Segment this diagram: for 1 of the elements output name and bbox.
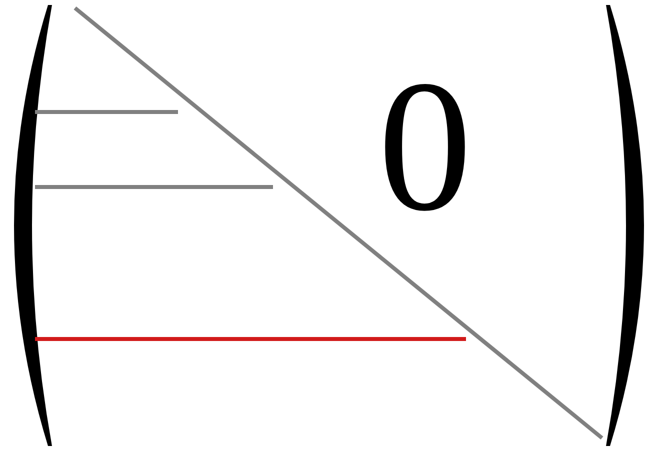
matrix-entry: 0 [378,52,472,240]
